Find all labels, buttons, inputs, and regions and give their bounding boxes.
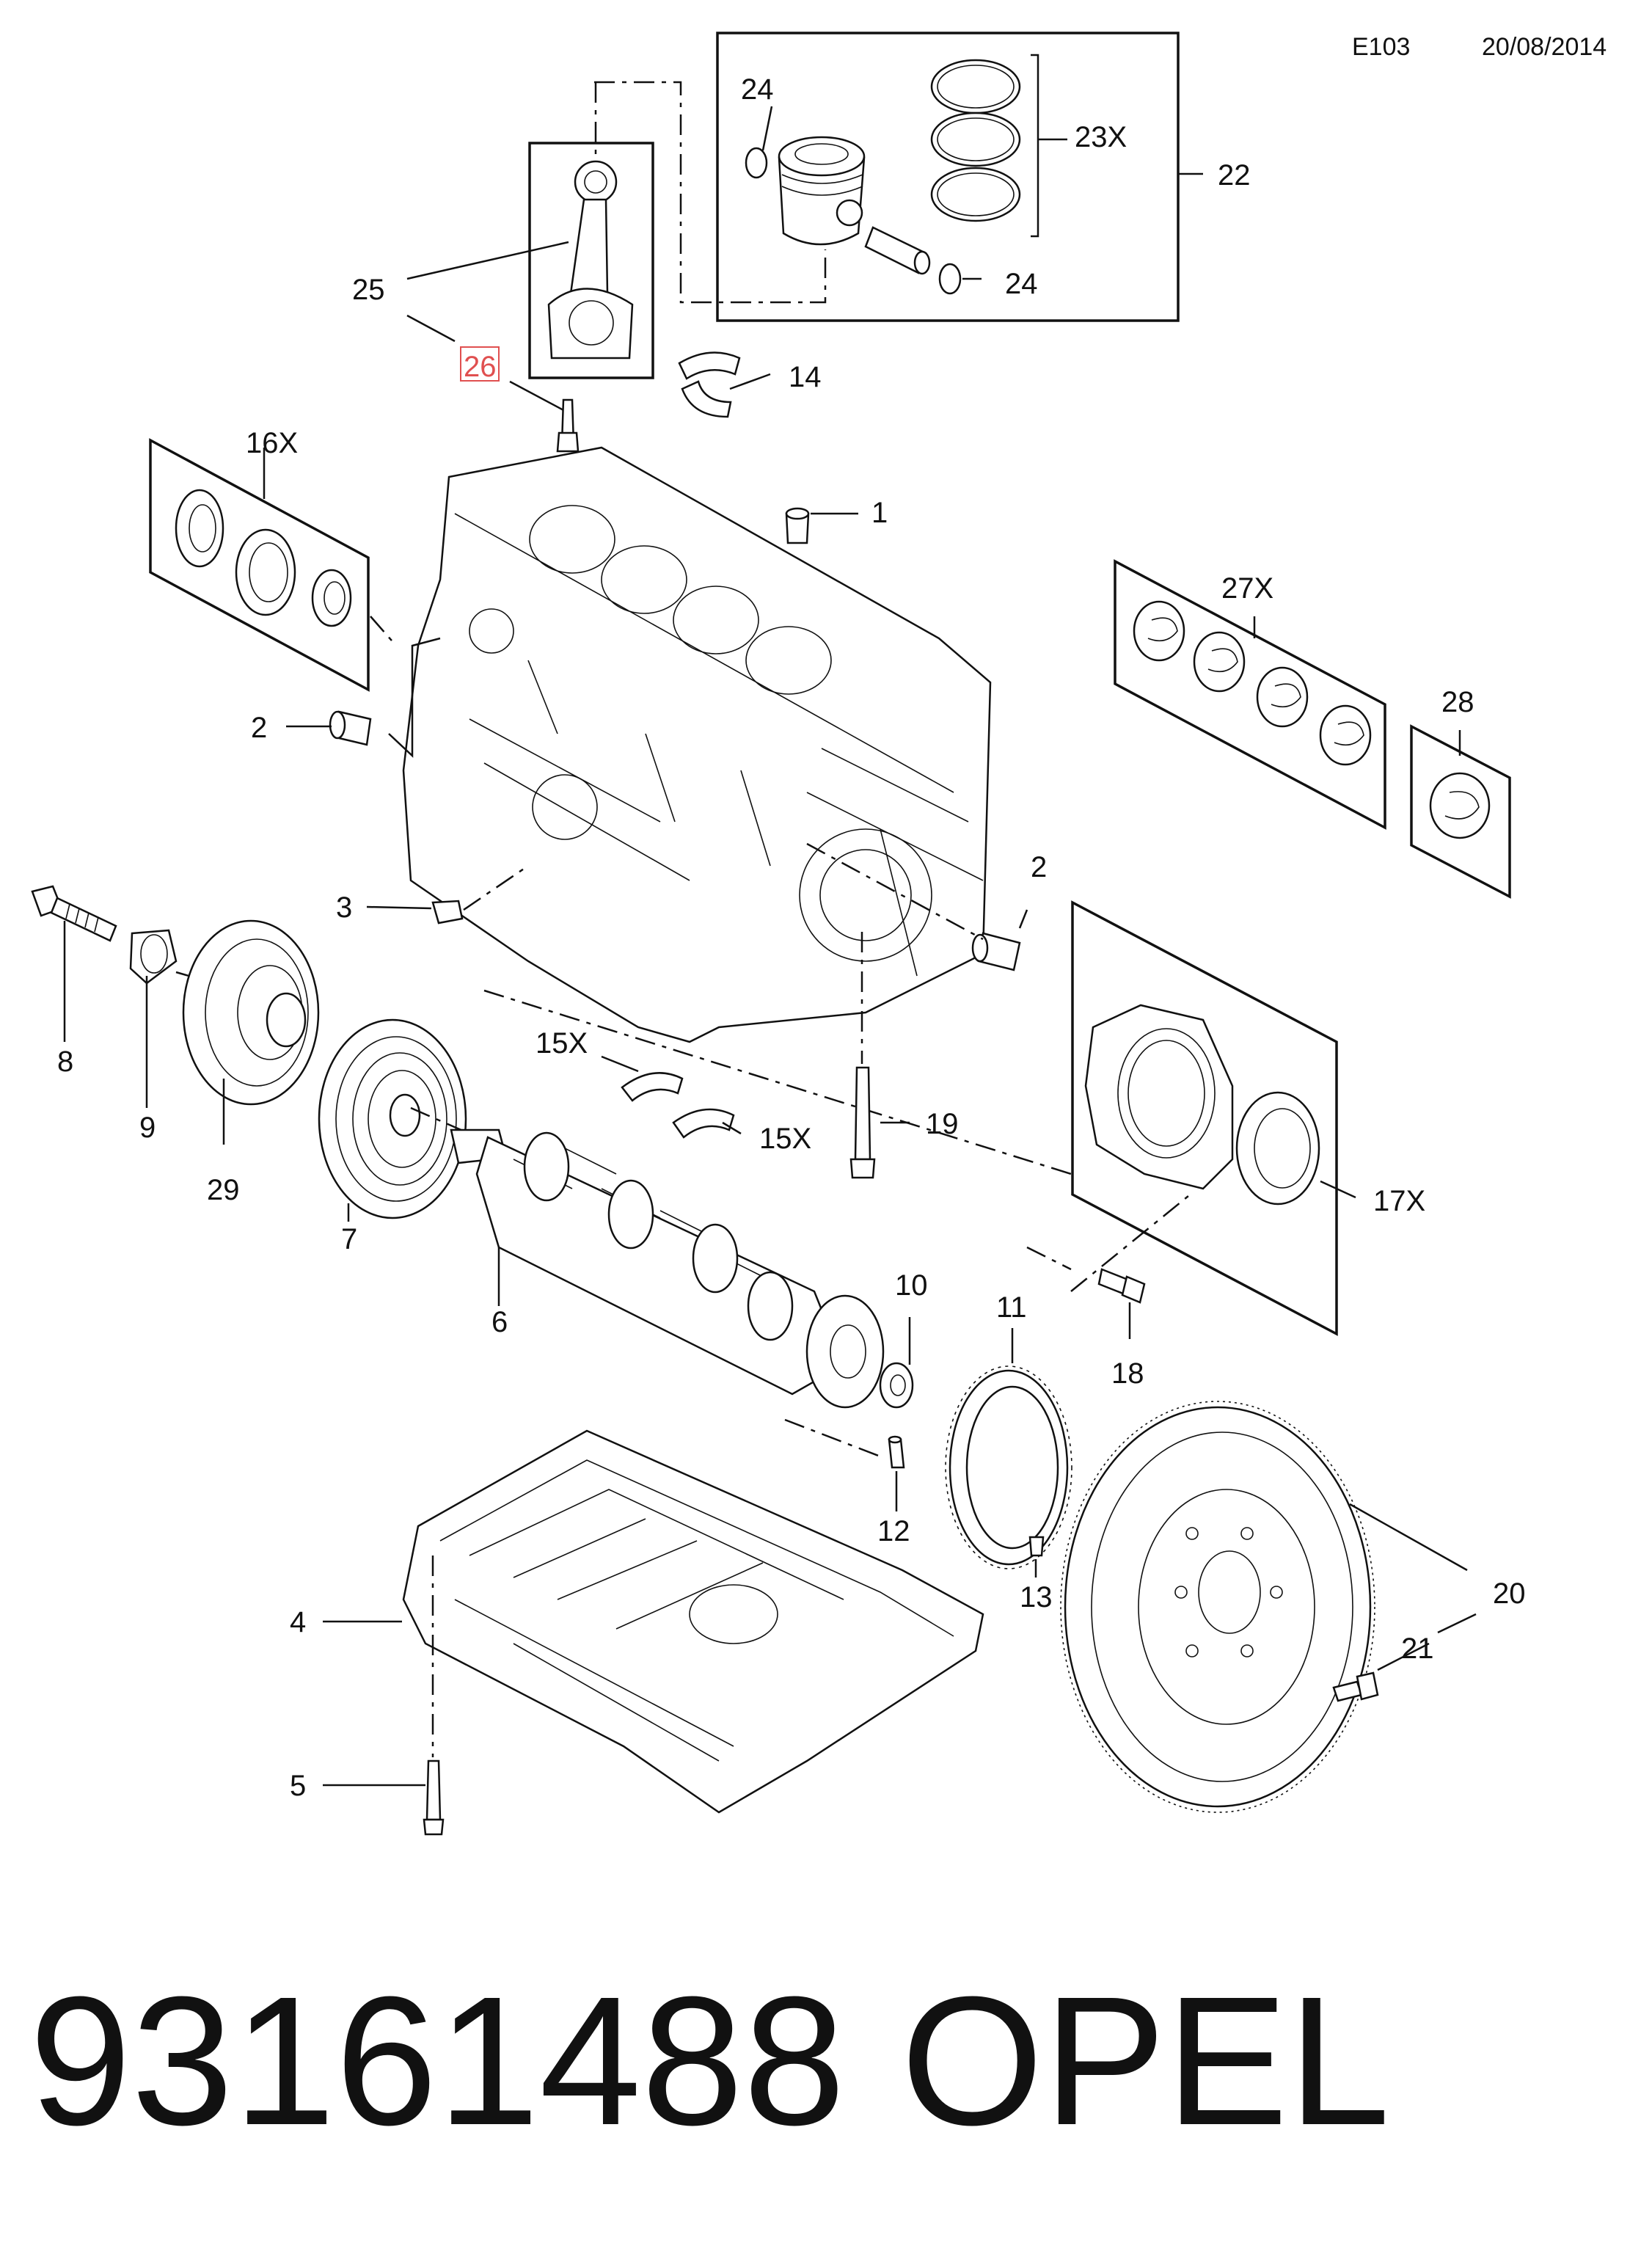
callout-12: 12 [877, 1515, 910, 1547]
rear-seal-housing [1084, 1004, 1234, 1190]
ring-bolt [1028, 1536, 1045, 1578]
circlip-right [938, 263, 962, 295]
dowel-sleeve-left [286, 637, 441, 758]
front-cover-seal [175, 489, 224, 568]
crankshaft-pulley [318, 1018, 467, 1222]
callout-20: 20 [1493, 1578, 1526, 1610]
callout-6: 6 [491, 1306, 508, 1338]
callout-3: 3 [336, 891, 352, 924]
dowel-pin [784, 1418, 905, 1511]
stud-bolt [849, 932, 910, 1179]
callout-14: 14 [789, 361, 822, 393]
oil-seal-ring [235, 528, 296, 616]
piston-kit-group [716, 32, 1203, 322]
thrust-washers [601, 1055, 742, 1139]
piston-rings [930, 59, 1021, 222]
callout-22: 22 [1218, 159, 1251, 192]
connecting-rod [547, 160, 634, 360]
oil-pan-bolt [323, 1555, 445, 1836]
block-plug [366, 864, 529, 924]
callout-9: 9 [139, 1112, 156, 1144]
callout-26-highlight [460, 346, 500, 382]
callout-5: 5 [290, 1770, 306, 1802]
oil-jet [785, 507, 858, 544]
page-code: E103 [1352, 33, 1410, 61]
diagram-date: 20/08/2014 [1482, 33, 1607, 61]
seal-bushing [311, 569, 352, 627]
rear-seal-frame [1071, 900, 1338, 1336]
flywheel-bolt [1332, 1613, 1477, 1702]
callout-24-bottom: 24 [1005, 268, 1038, 300]
front-seal-kit [149, 438, 397, 692]
callout-19: 19 [926, 1108, 959, 1140]
piston [778, 136, 866, 246]
main-bearing-kit [1114, 559, 1386, 830]
seal-housing-bolt [1097, 1268, 1146, 1339]
thrust-bearing-frame [1410, 724, 1511, 899]
rod-bearing-shells [678, 351, 771, 418]
callout-labels: 1 2 2 3 4 5 6 7 8 9 10 11 12 13 14 15X 1… [57, 73, 1526, 1802]
callout-11: 11 [996, 1291, 1027, 1324]
callout-1: 1 [871, 497, 888, 529]
connecting-rod-frame [528, 142, 654, 379]
reluctor-ring [945, 1328, 1072, 1569]
callout-23x: 23X [1075, 121, 1127, 153]
callout-18: 18 [1111, 1357, 1144, 1390]
callout-27x: 27X [1221, 572, 1273, 605]
brand-name: OPEL [901, 1958, 1390, 2163]
callout-24-top: 24 [741, 73, 774, 106]
rod-bolt [509, 380, 580, 453]
piston-kit-frame [716, 32, 1180, 322]
front-seal-frame [149, 438, 370, 692]
piston-pin [864, 226, 931, 275]
pulley-bolt [31, 885, 117, 1042]
connecting-rod-group [406, 82, 654, 453]
callout-16x: 16X [246, 427, 298, 459]
oil-pan [323, 1429, 984, 1814]
callout-8: 8 [57, 1046, 73, 1078]
callout-2-left: 2 [251, 712, 267, 744]
part-number: 93161488 [29, 1958, 845, 2163]
callout-15x-bottom: 15X [759, 1123, 811, 1155]
crankshaft [450, 1128, 885, 1409]
circlip-left [745, 147, 768, 179]
callout-4: 4 [290, 1606, 306, 1638]
pilot-bearing [879, 1317, 914, 1409]
thrust-bearing-kit [1410, 724, 1511, 899]
callout-26: 26 [464, 351, 497, 383]
rear-oil-seal [1235, 1091, 1320, 1206]
rear-seal-kit [483, 900, 1356, 1336]
callout-10: 10 [895, 1269, 928, 1302]
crank-sprocket [129, 929, 202, 1108]
callout-13: 13 [1020, 1581, 1053, 1613]
cylinder-block [402, 446, 992, 1043]
callout-29: 29 [207, 1174, 240, 1206]
callout-28: 28 [1441, 686, 1474, 718]
callout-2-right: 2 [1031, 851, 1047, 883]
callout-7: 7 [341, 1223, 357, 1255]
callout-21: 21 [1401, 1633, 1434, 1665]
main-bearing-frame [1114, 559, 1386, 830]
dowel-sleeve-right [971, 909, 1028, 971]
flywheel [1060, 1401, 1468, 1813]
callout-15x-top: 15X [536, 1027, 588, 1059]
callout-25: 25 [352, 274, 385, 306]
callout-17x: 17X [1373, 1185, 1425, 1217]
damper-pulley [182, 919, 320, 1145]
